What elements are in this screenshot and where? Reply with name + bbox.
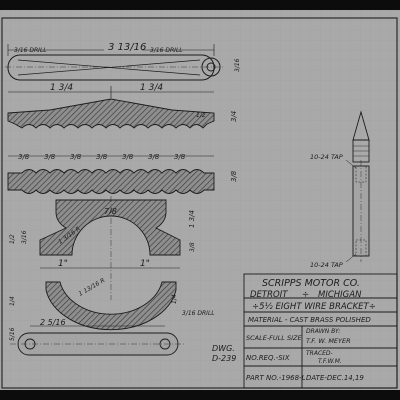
half-span-right-dim: 1" xyxy=(140,259,150,269)
pitch-label: 3/8 xyxy=(148,153,160,161)
comb-section xyxy=(7,98,215,129)
pitch-label: 3/8 xyxy=(122,153,134,161)
screw-side-view xyxy=(352,110,370,163)
part-name: ÷5½ EIGHT WIRE BRACKET÷ xyxy=(252,302,376,312)
company-sep: ÷ xyxy=(302,290,309,300)
bottom-left-b-dim: 5/16 xyxy=(9,327,16,341)
clamp-right-vert-dim: 1 3/4 xyxy=(188,210,196,228)
bottom-drill-callout: 3/16 DRILL xyxy=(182,310,215,317)
clamp-left-a-dim: 1/2 xyxy=(9,234,16,244)
pitch-label: 3/8 xyxy=(70,153,82,161)
scale-note: SCALE-FULL SIZE xyxy=(246,334,302,342)
half-left-dim: 1 3/4 xyxy=(50,83,73,93)
pitch-label: 3/8 xyxy=(44,153,56,161)
bottom-left-a-dim: 1/4 xyxy=(9,296,16,306)
clamp-center-dim: 7/8 xyxy=(104,207,117,216)
drawn-by-label: DRAWN BY: xyxy=(306,328,340,335)
tap-top-callout: 10-24 TAP xyxy=(310,153,343,161)
material-note: MATERIAL - CAST BRASS POLISHED xyxy=(248,316,371,324)
tap-bottom-callout: 10-24 TAP xyxy=(310,261,343,269)
pitch-label: 3/8 xyxy=(96,153,108,161)
top-link-view xyxy=(5,54,225,81)
traced-by: T.F.W.M. xyxy=(318,358,342,365)
clamp-section xyxy=(39,196,181,300)
wave-section xyxy=(7,169,215,194)
dwg-number: D-239 xyxy=(212,354,236,363)
part-number: PART NO.-1968-L xyxy=(246,374,306,382)
clamp-right-b-dim: 3/8 xyxy=(189,242,196,252)
drawn-by-name: T.F. W. MEYER xyxy=(306,337,351,345)
comb-right-vert-dim: 3/4 xyxy=(230,111,238,122)
company-state: MICHIGAN xyxy=(318,290,362,300)
company-name: SCRIPPS MOTOR CO. xyxy=(262,278,360,289)
pitch-label: 3/8 xyxy=(174,153,186,161)
bottom-right-a-dim: 1/4 xyxy=(171,294,178,304)
half-right-dim: 1 3/4 xyxy=(140,83,163,93)
wave-right-vert-dim: 3/8 xyxy=(230,170,238,182)
post-side-view xyxy=(345,159,370,263)
half-span-left-dim: 1" xyxy=(58,259,68,269)
half-dimensions xyxy=(8,86,214,98)
title-block xyxy=(243,273,398,389)
pitch-label: 3/8 xyxy=(18,153,30,161)
traced-label: TRACED- xyxy=(306,350,333,357)
comb-right-top-dim: 1/2 xyxy=(196,112,206,119)
drill-right-callout: 3/16 DRILL xyxy=(150,47,183,54)
pitch-row: 3/8 3/8 3/8 3/8 3/8 3/8 3/8 xyxy=(8,153,214,161)
overall-length-dim: 3 13/16 xyxy=(108,42,146,53)
drawing-date: DATE-DEC.14,19 xyxy=(306,374,364,382)
bottom-span-dim: 2 5/16 xyxy=(40,318,66,327)
clamp-left-b-dim: 3/16 xyxy=(21,230,28,244)
company-city: DETROIT xyxy=(250,290,288,300)
drill-left-callout: 3/16 DRILL xyxy=(14,47,47,54)
drawing-border xyxy=(1,17,398,389)
bottom-base-plate xyxy=(10,332,186,356)
no-req-note: NO.REQ.-SIX xyxy=(246,354,290,362)
top-right-vert-dim: 3/16 xyxy=(234,58,241,72)
dwg-label: DWG. xyxy=(212,344,235,353)
bottom-clamp-section xyxy=(45,281,177,331)
